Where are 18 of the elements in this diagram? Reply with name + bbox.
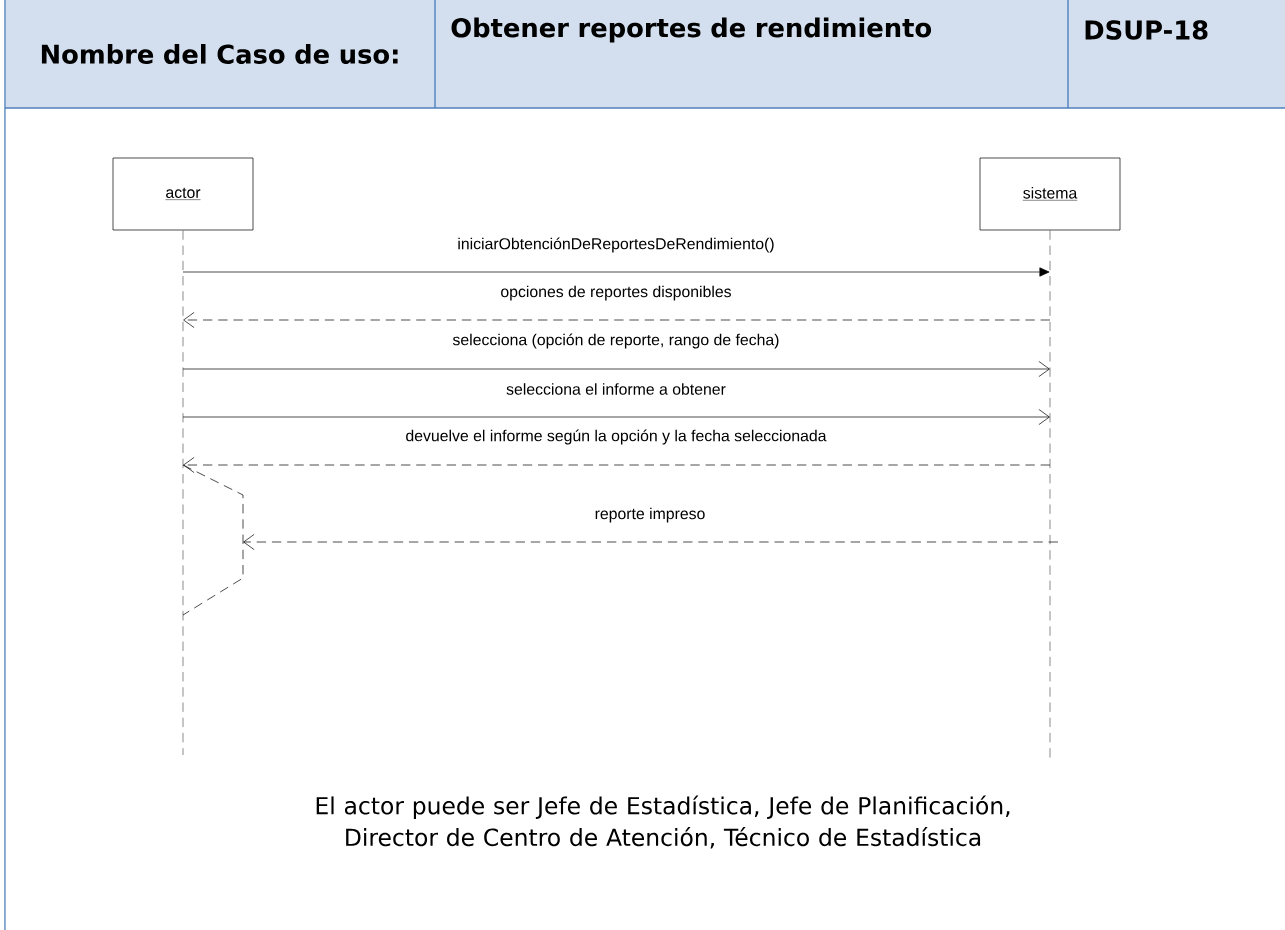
message-arrow xyxy=(183,457,1051,473)
note-text: El actor puede ser Jefe de Estadística, Jefe de Planificación, Director de Centro de Atención, Técnico de Estadística xyxy=(316,795,1010,849)
header-cell: Nombre del Caso de uso: xyxy=(41,44,398,64)
message-label: reporte impreso xyxy=(593,506,707,524)
lifeline: sistema xyxy=(979,157,1121,761)
message-arrow xyxy=(182,409,1050,425)
message-arrow xyxy=(243,534,1059,550)
message-arrow xyxy=(182,267,1050,277)
message-label: selecciona (opción de reporte, rango de fecha) xyxy=(451,332,781,350)
message-arrow xyxy=(183,312,1051,328)
message-label: iniciarObtenciónDeReportesDeRendimiento() xyxy=(456,236,776,254)
header-cell: Obtener reportes de rendimiento xyxy=(451,17,932,43)
header-cell: DSUP-18 xyxy=(1085,20,1208,40)
lifeline: actor xyxy=(112,157,254,756)
message-label: opciones de reportes disponibles xyxy=(499,284,733,302)
message-label: selecciona el informe a obtener xyxy=(504,382,728,396)
message-arrow xyxy=(182,361,1050,377)
message-label: devuelve el informe según la opción y la fecha seleccionada xyxy=(404,428,828,446)
